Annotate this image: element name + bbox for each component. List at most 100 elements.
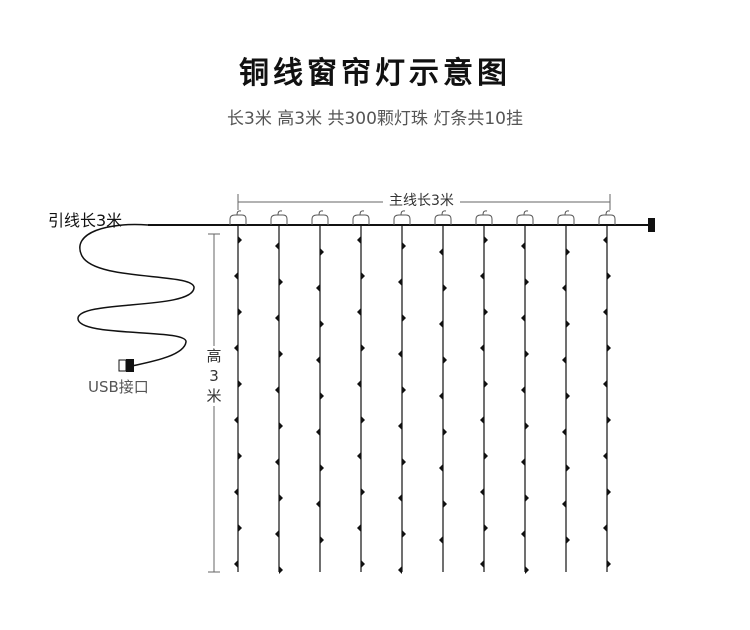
led-bead: [439, 392, 443, 400]
led-bead: [398, 278, 402, 286]
led-bead: [238, 524, 242, 532]
led-bead: [525, 494, 529, 502]
led-bead: [443, 356, 447, 364]
height-label-char: 高: [206, 347, 222, 365]
led-bead: [238, 308, 242, 316]
led-bead: [279, 494, 283, 502]
led-bead: [603, 308, 607, 316]
light-strands: [229, 210, 616, 574]
spec-subtitle: 长3米 高3米 共300颗灯珠 灯条共10挂: [227, 109, 523, 129]
led-bead: [443, 500, 447, 508]
led-bead: [566, 464, 570, 472]
hook-icon: [311, 210, 329, 225]
led-bead: [316, 356, 320, 364]
led-bead: [566, 248, 570, 256]
light-strand: [434, 210, 452, 572]
led-bead: [607, 344, 611, 352]
led-bead: [562, 500, 566, 508]
led-bead: [607, 560, 611, 568]
led-bead: [398, 566, 402, 574]
led-bead: [320, 248, 324, 256]
led-bead: [357, 524, 361, 532]
led-bead: [361, 560, 365, 568]
led-bead: [234, 344, 238, 352]
led-bead: [279, 278, 283, 286]
led-bead: [402, 386, 406, 394]
led-bead: [357, 236, 361, 244]
led-bead: [275, 242, 279, 250]
height-label: 高 3 米: [203, 346, 225, 406]
led-bead: [566, 320, 570, 328]
led-bead: [275, 458, 279, 466]
light-strand: [557, 210, 575, 572]
hook-icon: [229, 210, 247, 225]
led-bead: [402, 314, 406, 322]
led-bead: [603, 452, 607, 460]
hook-icon: [352, 210, 370, 225]
led-bead: [484, 524, 488, 532]
led-bead: [316, 500, 320, 508]
led-bead: [361, 488, 365, 496]
led-bead: [607, 272, 611, 280]
led-bead: [439, 248, 443, 256]
led-bead: [320, 536, 324, 544]
led-bead: [234, 272, 238, 280]
led-bead: [562, 428, 566, 436]
hook-icon: [516, 210, 534, 225]
height-label-char: 3: [209, 367, 219, 385]
led-bead: [521, 314, 525, 322]
hook-icon: [475, 210, 493, 225]
led-bead: [521, 386, 525, 394]
lead-wire: [77, 223, 195, 367]
led-bead: [525, 350, 529, 358]
led-bead: [603, 524, 607, 532]
led-bead: [357, 308, 361, 316]
light-strand: [393, 210, 411, 574]
usb-plug-icon: [118, 359, 134, 372]
led-bead: [320, 464, 324, 472]
led-bead: [439, 320, 443, 328]
led-bead: [361, 416, 365, 424]
end-cap: [648, 218, 655, 232]
lead-wire-label: 引线长3米: [48, 211, 123, 230]
led-bead: [521, 458, 525, 466]
light-strand: [516, 210, 534, 574]
led-bead: [275, 530, 279, 538]
led-bead: [525, 566, 529, 574]
led-bead: [603, 236, 607, 244]
led-bead: [357, 380, 361, 388]
hook-icon: [393, 210, 411, 225]
led-bead: [484, 380, 488, 388]
light-strand: [311, 210, 329, 572]
led-bead: [275, 386, 279, 394]
led-bead: [279, 350, 283, 358]
led-bead: [525, 422, 529, 430]
led-bead: [566, 392, 570, 400]
led-bead: [562, 284, 566, 292]
led-bead: [480, 488, 484, 496]
led-bead: [316, 284, 320, 292]
led-bead: [439, 464, 443, 472]
led-bead: [484, 308, 488, 316]
led-bead: [521, 242, 525, 250]
hook-icon: [270, 210, 288, 225]
led-bead: [402, 530, 406, 538]
led-bead: [279, 566, 283, 574]
led-bead: [398, 422, 402, 430]
main-wire-label: 主线长3米: [383, 190, 460, 210]
led-bead: [238, 452, 242, 460]
led-bead: [484, 236, 488, 244]
led-bead: [439, 536, 443, 544]
led-bead: [402, 242, 406, 250]
led-bead: [275, 314, 279, 322]
led-bead: [238, 380, 242, 388]
led-bead: [443, 284, 447, 292]
led-bead: [607, 416, 611, 424]
led-bead: [238, 236, 242, 244]
height-label-char: 米: [206, 387, 222, 405]
page-title: 铜线窗帘灯示意图: [239, 56, 511, 91]
led-bead: [320, 392, 324, 400]
light-strand: [352, 210, 370, 572]
hook-icon: [598, 210, 616, 225]
